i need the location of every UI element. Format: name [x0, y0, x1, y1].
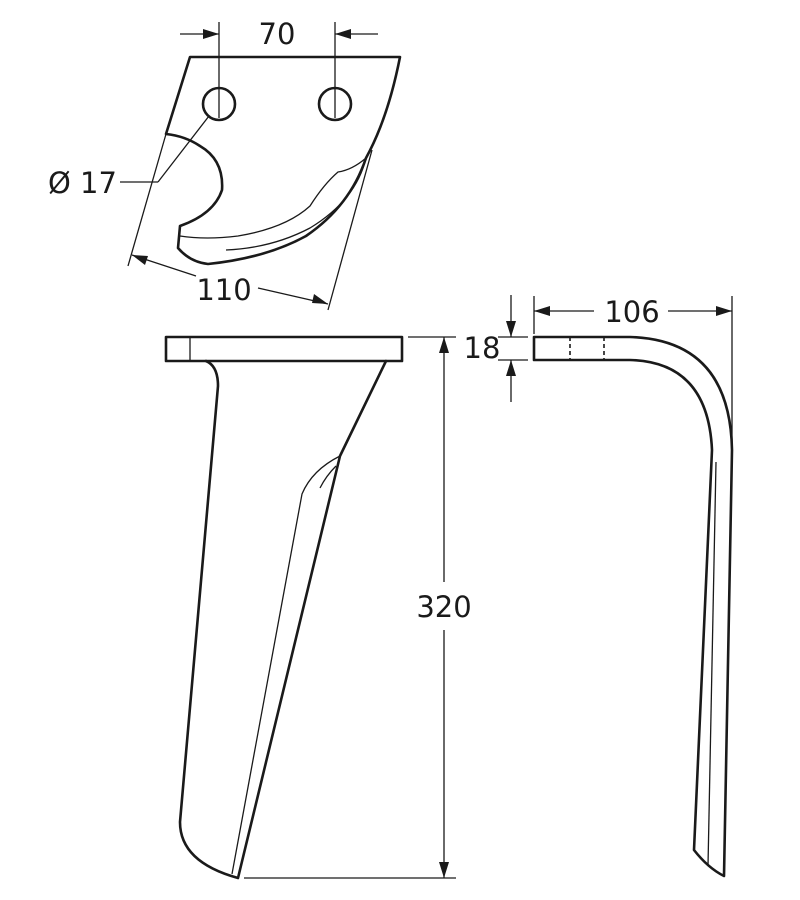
dim-110-arrow-left [132, 255, 148, 265]
dim-18-arrow-bottom [506, 360, 516, 376]
front-blade-bevel-inner [319, 465, 337, 489]
side-view: 106 18 [464, 295, 734, 878]
dim-70-arrow-left [203, 29, 219, 39]
dim-diameter-label: Ø 17 [48, 166, 117, 200]
dim-320-arrow-bottom [439, 862, 449, 878]
front-blade-bevel [231, 455, 341, 875]
front-flange-bar [164, 335, 404, 363]
dim-18-label: 18 [464, 331, 501, 365]
dim-106-arrow-right [716, 306, 732, 316]
front-view: 320 [164, 335, 472, 880]
dim-70-label: 70 [259, 17, 296, 51]
dim-320-label: 320 [416, 590, 471, 624]
dim-110-label: 110 [196, 273, 251, 307]
front-blade-outline [178, 359, 388, 880]
flange-bevel-edge [225, 157, 367, 251]
dim-110-ext-left [127, 133, 167, 267]
side-profile-inner-line [707, 461, 717, 867]
flange-bevel [179, 157, 367, 239]
dim-110-ext-right [327, 149, 373, 311]
dim-320-arrow-top [439, 337, 449, 353]
dim-70-arrow-right [335, 29, 351, 39]
flange-plate-outline [164, 55, 402, 266]
top-view: 70 Ø 17 110 [48, 17, 402, 311]
dim-18-arrow-top [506, 321, 516, 337]
dim-106-label: 106 [604, 295, 659, 329]
dim-110-arrow-right [312, 294, 328, 304]
side-profile-outline [532, 335, 734, 878]
dim-diameter-leader [157, 115, 210, 183]
dim-106-arrow-left [534, 306, 550, 316]
